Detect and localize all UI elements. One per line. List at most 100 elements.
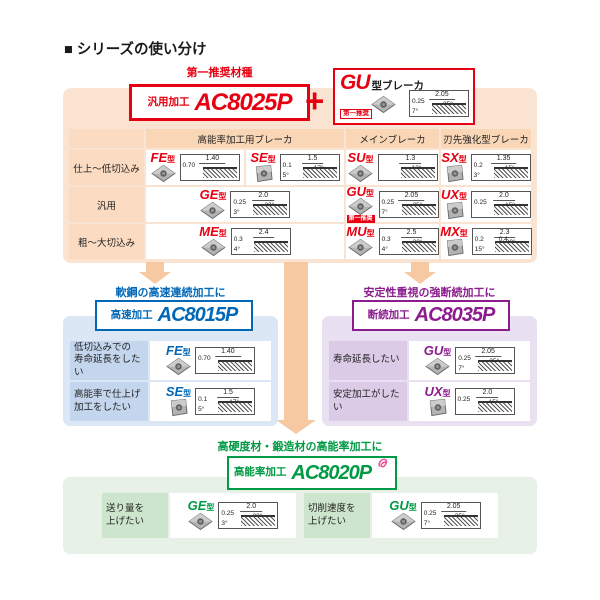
dimension-label: 7° — [412, 107, 419, 115]
breaker-label: GU型 — [346, 183, 375, 199]
grade-name: AC8035P — [414, 304, 496, 326]
gu-insert-icon-slot — [371, 95, 396, 114]
dimension-label: 7° — [458, 364, 465, 372]
bottom-group-heading: 高硬度材・鍛造材の高能率加工に — [217, 441, 383, 453]
dimension-label: 2.0 — [240, 503, 263, 512]
square-insert-icon — [444, 164, 465, 183]
breaker-label: GE型 — [199, 187, 227, 203]
dimension-label: 1.5 — [301, 155, 324, 164]
diamond-insert-icon — [425, 357, 450, 376]
breaker-label: SE型 — [165, 384, 192, 400]
diamond-insert-icon — [166, 357, 191, 376]
breaker-profile-diagram: 2.050.2525°7° — [378, 191, 439, 218]
down-arrow-center — [276, 262, 316, 434]
diamond-insert-icon — [188, 512, 214, 531]
dimension-label: 0.3 — [381, 236, 391, 243]
diamond-insert-icon — [348, 238, 373, 257]
down-arrow-left — [139, 262, 171, 284]
grade-prefix: 断続加工 — [367, 308, 410, 321]
dimension-label: 1.35 — [490, 155, 517, 164]
breaker-label: UX型 — [424, 384, 451, 400]
breaker-profile-diagram: 2.00.2515° — [471, 191, 532, 218]
row-label-roughing: 粗～大切込み — [69, 224, 144, 259]
dimension-label: 0.25 — [474, 199, 487, 206]
breaker-profile-diagram: 2.050.2525°7° — [455, 347, 516, 374]
hatched-workpiece — [401, 241, 436, 252]
dimension-label: 5° — [282, 171, 289, 179]
dimension-label: 1.3 — [399, 155, 422, 164]
need-label: 高能率で仕上げ 加工をしたい — [70, 382, 148, 421]
diamond-insert-icon — [390, 512, 416, 531]
dimension-label: 0.1 — [198, 396, 208, 403]
breaker-label: MX型 — [440, 224, 468, 240]
dimension-label: 2.3 — [493, 229, 516, 238]
grade-name: AC8020P — [291, 461, 372, 484]
right-group-heading: 安定性重視の強断続加工に — [363, 287, 496, 299]
square-insert-icon — [168, 398, 189, 417]
dimension-label: 1.5 — [217, 389, 239, 398]
grade-box-ac8035p: 断続加工 AC8035P — [352, 300, 510, 331]
diamond-insert-icon — [348, 164, 373, 183]
dimension-label: 0.25 — [412, 98, 425, 105]
need-label: 切削速度を 上げたい — [304, 493, 370, 538]
grade-name: AC8025P — [194, 88, 292, 116]
header-high-efficiency: 高能率加工用ブレーカ — [146, 129, 344, 148]
breaker-profile-diagram: 2.050.2525°7° — [409, 90, 469, 117]
dimension-label: 2.05 — [398, 192, 425, 201]
plus-sign: + — [305, 82, 325, 119]
dimension-label: 0.2 — [473, 162, 483, 169]
breaker-label: MU型 — [346, 224, 375, 240]
dimension-label: 0.25 — [457, 396, 471, 403]
first-recommend-badge: 第一推奨 — [346, 215, 375, 224]
grade-name: AC8015P — [157, 304, 239, 326]
hatched-workpiece — [202, 167, 237, 178]
hatched-workpiece — [477, 401, 512, 412]
left-group-heading: 軟鋼の高速連続加工に — [115, 287, 226, 299]
breaker-profile-diagram: 2.050.2525°7° — [420, 502, 481, 529]
header-edge-strength: 刃先強化型ブレーカ — [441, 129, 531, 148]
dimension-label: 2.05 — [440, 503, 467, 512]
dimension-label: 2.0 — [493, 192, 515, 201]
dimension-label: 2.05 — [475, 348, 501, 357]
dimension-label: 4° — [381, 245, 388, 253]
dimension-label: 2.0 — [252, 192, 275, 201]
dimension-label: 4° — [233, 245, 240, 253]
need-label: 安定加工がしたい — [329, 382, 407, 421]
grade-prefix: 高速加工 — [110, 308, 153, 321]
dimension-label: 0.70 — [198, 355, 211, 362]
hatched-workpiece — [241, 515, 276, 526]
breaker-profile-diagram: 1.50.117°5° — [195, 388, 256, 415]
need-label: 寿命延長したい — [329, 341, 407, 380]
dimension-label: 3° — [233, 208, 240, 216]
dimension-label: 2.4 — [252, 229, 275, 238]
breaker-label: SE型 — [250, 150, 276, 166]
hatched-workpiece — [302, 167, 337, 178]
diamond-insert-icon — [200, 201, 226, 220]
breaker-profile-diagram: 1.50.117°5° — [279, 154, 340, 181]
square-insert-icon — [444, 201, 465, 220]
hatched-workpiece — [478, 360, 513, 371]
dimension-label: 0.25 — [458, 355, 471, 362]
hatched-workpiece — [494, 204, 529, 215]
gu-diagram-slot: 2.050.2525°7° — [409, 90, 469, 117]
dimension-label: 7° — [381, 208, 388, 216]
need-label: 送り量を 上げたい — [102, 493, 168, 538]
grade-prefix: 汎用加工 — [147, 95, 190, 108]
breaker-profile-diagram: 2.00.2523°3° — [218, 502, 279, 529]
dimension-label: 2.5 — [400, 229, 423, 238]
dimension-label: 5° — [198, 405, 205, 413]
breaker-label: FE型 — [166, 343, 191, 359]
dimension-label: 2.0 — [476, 389, 499, 398]
first-recommend-label: 第一推奨材種 — [186, 67, 253, 79]
